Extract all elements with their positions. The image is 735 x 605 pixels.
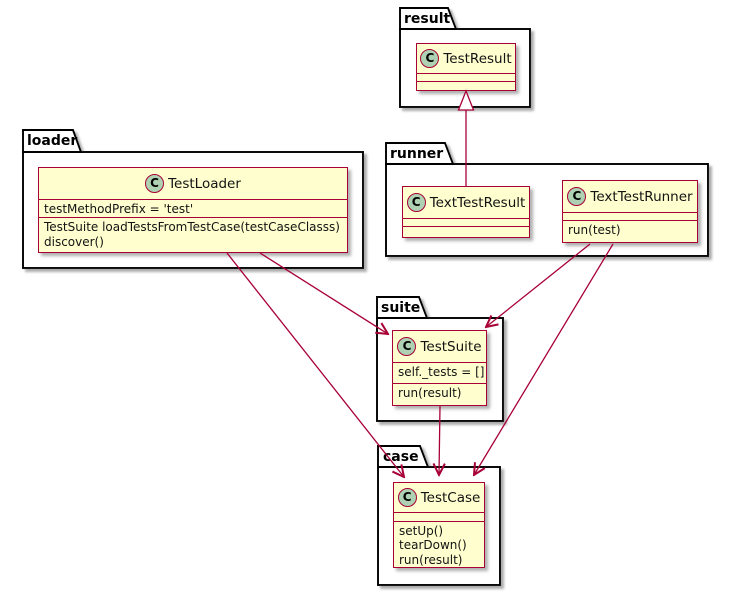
methods-compartment: TestSuite loadTestsFromTestCase(testCase… <box>39 217 347 252</box>
package-label-loader: loader <box>27 133 78 149</box>
methods-compartment: run(result) <box>393 383 486 405</box>
class-icon: C <box>145 174 165 193</box>
method: tearDown() <box>399 538 467 553</box>
package-label-runner: runner <box>390 146 444 162</box>
method: run(result) <box>399 552 463 567</box>
class-name: TestSuite <box>420 338 482 355</box>
attributes-compartment <box>394 512 484 521</box>
attributes-compartment: self._tests = [] <box>393 362 486 383</box>
method: setUp() <box>399 523 444 538</box>
class-texttestresult: C TextTestResult <box>402 186 530 238</box>
class-name: TestLoader <box>168 175 241 192</box>
arrow-testloader-to-testsuite <box>259 252 388 334</box>
package-label-result: result <box>404 11 451 27</box>
inheritance-triangle-icon <box>457 89 475 111</box>
class-texttestresult-title: C TextTestResult <box>403 187 529 218</box>
class-texttestrunner-title: C TextTestRunner <box>563 181 697 212</box>
attributes-compartment <box>417 73 515 81</box>
class-name: TestCase <box>420 489 481 506</box>
methods-compartment: run(test) <box>563 220 697 242</box>
arrow-texttestrunner-to-testcase <box>474 243 614 475</box>
class-name: TextTestResult <box>429 194 526 211</box>
class-icon: C <box>567 187 587 206</box>
class-testresult-title: C TestResult <box>417 44 515 73</box>
method: TestSuite loadTestsFromTestCase(testCase… <box>44 220 340 234</box>
methods-compartment <box>417 81 515 90</box>
method: run(test) <box>568 223 621 237</box>
attributes-compartment <box>563 212 697 220</box>
class-testsuite: C TestSuite self._tests = [] run(result) <box>392 330 487 406</box>
inheritance-texttestresult-to-testresult <box>457 89 475 186</box>
class-texttestrunner: C TextTestRunner run(test) <box>562 180 698 243</box>
class-name: TextTestRunner <box>590 188 693 205</box>
arrow-testsuite-to-testcase <box>439 405 440 475</box>
methods-compartment <box>403 226 529 237</box>
methods-compartment: setUp() tearDown() run(result) <box>394 520 484 567</box>
class-icon: C <box>420 49 440 68</box>
attribute: self._tests = [] <box>398 365 485 379</box>
class-icon: C <box>397 337 417 356</box>
arrow-texttestrunner-to-testsuite <box>486 243 591 327</box>
attribute: testMethodPrefix = 'test' <box>44 202 194 216</box>
class-icon: C <box>397 488 417 507</box>
method: run(result) <box>398 386 462 400</box>
attributes-compartment: testMethodPrefix = 'test' <box>39 199 347 217</box>
attributes-compartment <box>403 218 529 226</box>
class-testcase: C TestCase setUp() tearDown() run(result… <box>393 482 485 568</box>
class-icon: C <box>406 193 426 212</box>
package-label-suite: suite <box>381 300 421 316</box>
class-name: TestResult <box>443 50 512 67</box>
class-testloader: C TestLoader testMethodPrefix = 'test' T… <box>38 167 348 253</box>
class-testcase-title: C TestCase <box>394 483 484 512</box>
arrow-testloader-to-testcase <box>226 252 404 477</box>
method: discover() <box>44 234 104 249</box>
class-testresult: C TestResult <box>416 43 516 91</box>
package-label-case: case <box>383 449 419 465</box>
class-testloader-title: C TestLoader <box>39 168 347 199</box>
class-testsuite-title: C TestSuite <box>393 331 486 362</box>
